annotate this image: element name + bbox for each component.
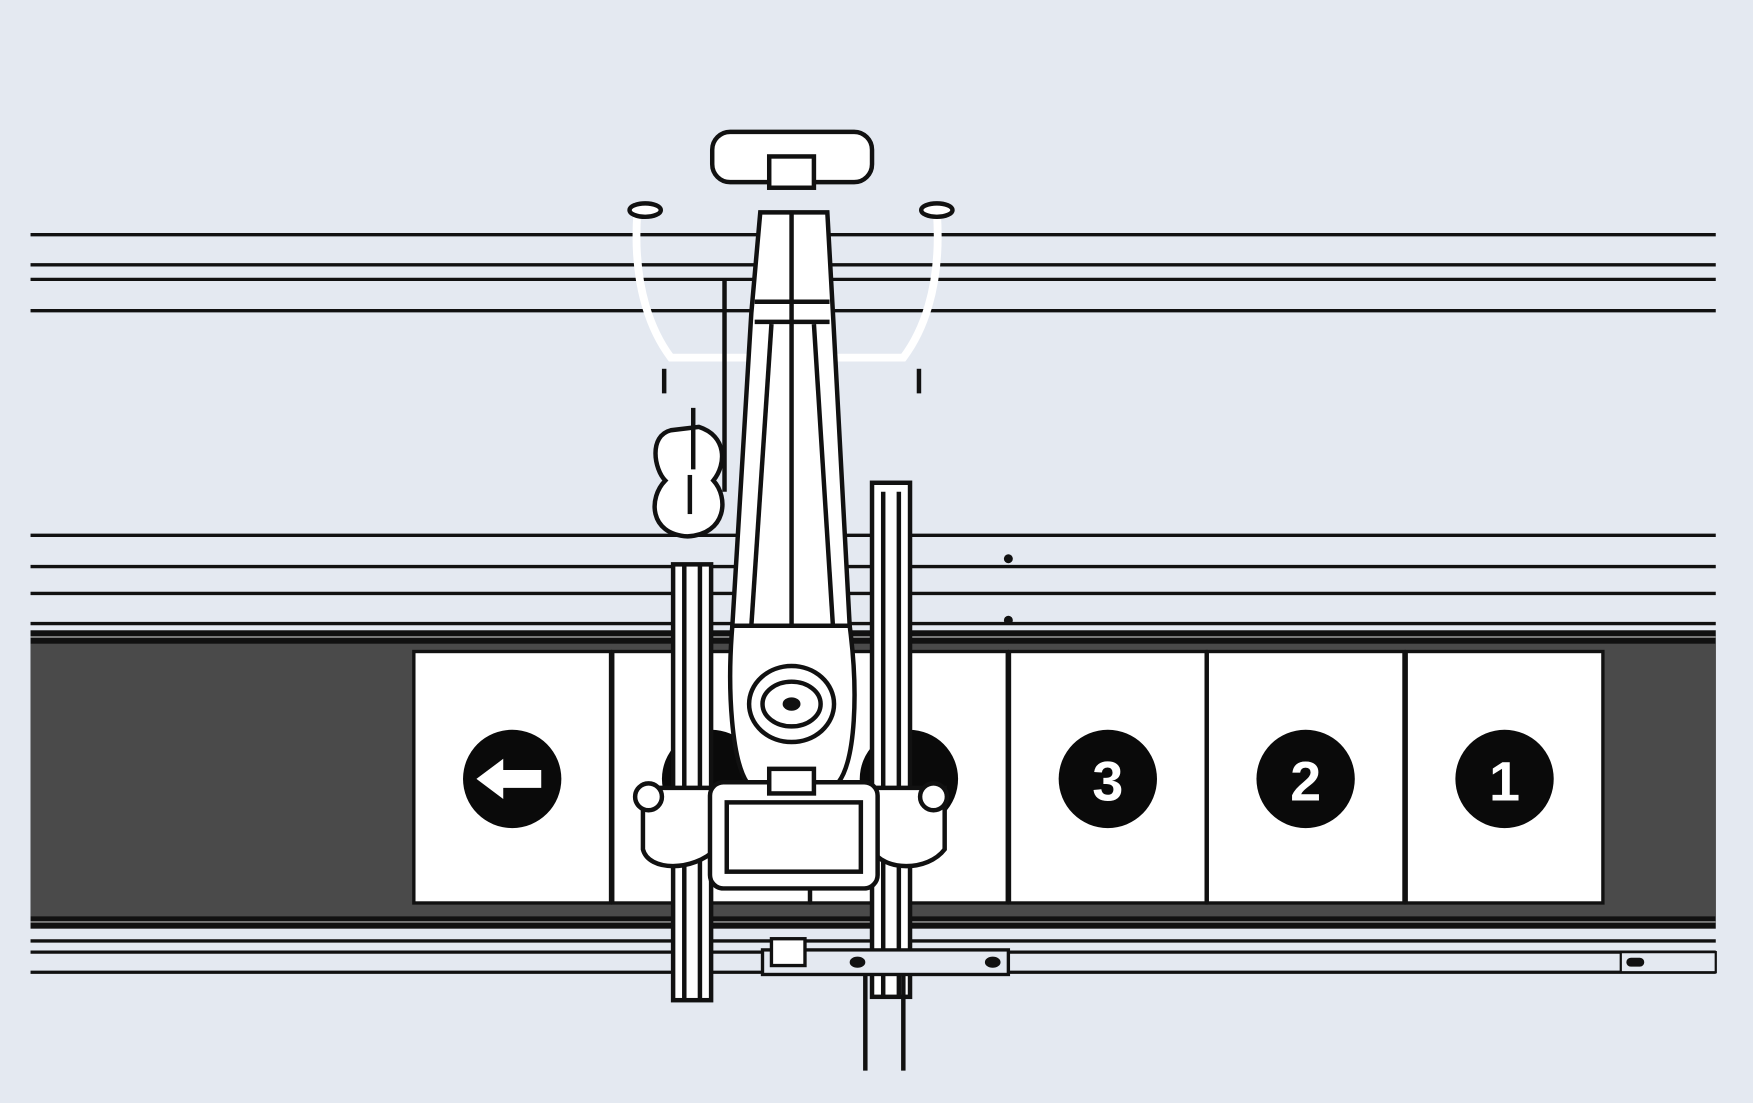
panel-marker — [1256, 729, 1355, 829]
panel-row: 3 2 1 — [412, 649, 1605, 905]
panel-number: 1 — [1489, 750, 1520, 813]
panel-marker — [1058, 729, 1157, 829]
track-panel: 1 — [1404, 649, 1605, 905]
track-panel: 3 — [1007, 649, 1208, 905]
panel-number: 2 — [1290, 750, 1321, 813]
track-panel: 2 — [1205, 649, 1406, 905]
panel-marker — [1455, 729, 1554, 829]
arrow-left-icon — [476, 758, 542, 800]
panel-number: 3 — [1092, 750, 1123, 813]
track-panel — [412, 649, 613, 905]
exercise-bike — [627, 129, 1011, 1071]
